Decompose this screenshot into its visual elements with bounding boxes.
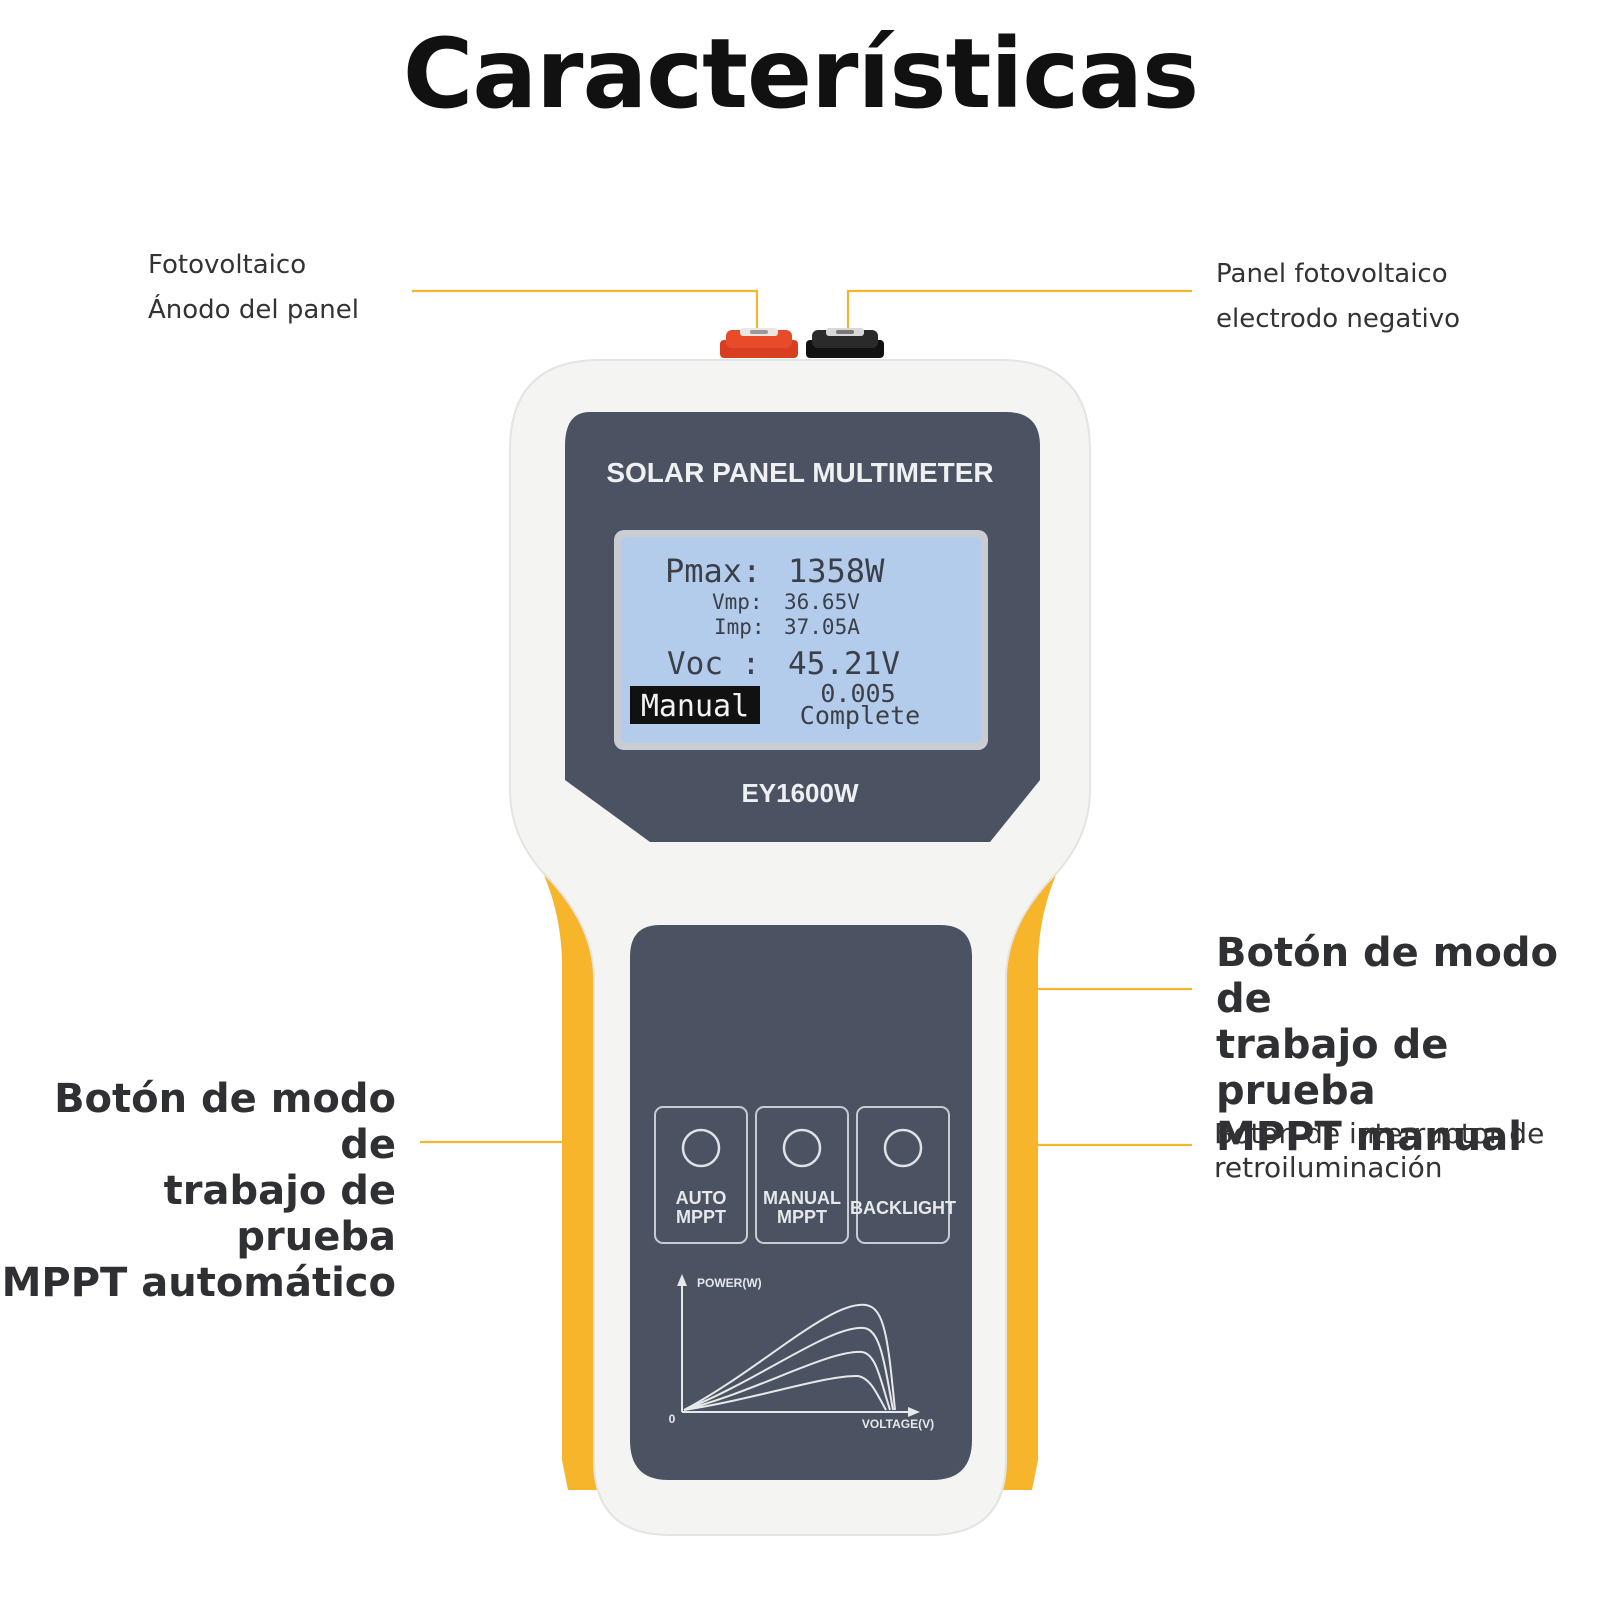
- lcd-pmax-label: Pmax:: [665, 552, 761, 590]
- lcd-mode-highlight: [630, 686, 760, 724]
- auto-mppt-button-label-1: AUTO: [676, 1188, 727, 1208]
- callout-auto-line2: trabajo de prueba: [163, 1168, 396, 1260]
- manual-mppt-button-frame: [755, 1106, 849, 1244]
- callout-negative: Panel fotovoltaico electrodo negativo: [1216, 252, 1556, 342]
- lcd-pmax-value: 1358W: [788, 552, 885, 590]
- callout-anode: Fotovoltaico Ánodo del panel: [148, 243, 408, 333]
- pv-curve-graph: [677, 1274, 920, 1417]
- backlight-button-circle: [883, 1128, 923, 1168]
- callout-line-negative: [846, 289, 1192, 332]
- auto-mppt-button-label-2: MPPT: [676, 1207, 726, 1227]
- device-model-label: EY1600W: [741, 778, 859, 808]
- backlight-button-frame: [856, 1106, 950, 1244]
- auto-mppt-button-frame: [654, 1106, 748, 1244]
- graph-curve-3: [683, 1350, 891, 1411]
- lcd-status-value: 0.005: [820, 679, 895, 708]
- backlight-button-label: BACKLIGHT: [850, 1198, 956, 1218]
- lcd-voc-label: Voc :: [667, 646, 760, 682]
- auto-mppt-button-circle: [681, 1128, 721, 1168]
- manual-mppt-button-label-2: MPPT: [777, 1207, 827, 1227]
- callout-line-anode: [412, 289, 759, 332]
- callout-anode-line1: Fotovoltaico: [148, 250, 307, 280]
- page-title: Características: [402, 18, 1199, 130]
- graph-curve-4: [683, 1374, 887, 1411]
- callout-backlight-line2: retroiluminación: [1214, 1151, 1443, 1184]
- lcd-vmp-value: 36.65V: [784, 590, 860, 614]
- callout-manual-mppt: Botón de modo de trabajo de prueba MPPT …: [1216, 930, 1596, 1160]
- lcd-mode-label: Manual: [641, 689, 749, 724]
- terminal-positive: [720, 328, 798, 358]
- callout-negative-line2: electrodo negativo: [1216, 304, 1461, 334]
- graph-origin-label: 0: [669, 1412, 676, 1426]
- callout-manual-line3: MPPT manual: [1216, 1114, 1522, 1160]
- callout-manual-line1: Botón de modo de: [1216, 930, 1558, 1022]
- manual-mppt-button-label-1: MANUAL: [763, 1188, 841, 1208]
- callout-backlight: Botón de interruptor de retroiluminación: [1214, 1117, 1594, 1185]
- terminal-negative: [806, 328, 884, 358]
- graph-x-arrow-icon: [908, 1407, 920, 1417]
- graph-curve-1: [683, 1303, 896, 1411]
- callout-anode-line2: Ánodo del panel: [148, 295, 359, 325]
- lcd-voc-value: 45.21V: [788, 646, 900, 682]
- manual-mppt-button-circle: [782, 1128, 822, 1168]
- device-body: [509, 359, 1091, 1536]
- callout-auto-line3: MPPT automático: [1, 1260, 396, 1306]
- graph-y-arrow-icon: [677, 1274, 687, 1286]
- graph-y-axis-label: POWER(W): [697, 1276, 762, 1290]
- lcd-vmp-label: Vmp:: [712, 590, 763, 614]
- lcd-imp-label: Imp:: [714, 615, 765, 639]
- graph-curve-2: [683, 1326, 894, 1411]
- callout-negative-line1: Panel fotovoltaico: [1216, 259, 1448, 289]
- callout-manual-line2: trabajo de prueba: [1216, 1022, 1449, 1114]
- lcd-status-text: Complete: [800, 701, 920, 730]
- graph-x-axis-label: VOLTAGE(V): [862, 1417, 934, 1431]
- device-brand-label: SOLAR PANEL MULTIMETER: [606, 457, 993, 488]
- callout-auto-mppt: Botón de modo de trabajo de prueba MPPT …: [0, 1076, 396, 1306]
- callout-auto-line1: Botón de modo de: [54, 1076, 396, 1168]
- lcd-imp-value: 37.05A: [784, 615, 860, 639]
- callout-backlight-line1: Botón de interruptor de: [1214, 1117, 1545, 1150]
